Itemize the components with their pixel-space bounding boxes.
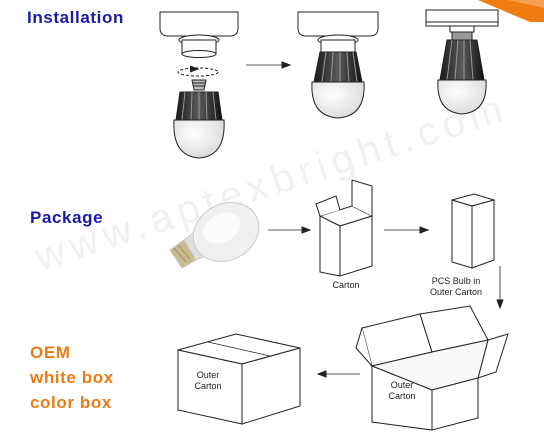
outer-carton-closed-label-line-2: Carton (194, 381, 222, 391)
install-step-1-bulb (173, 79, 225, 159)
pcs-bulb-label-line-1: PCS Bulb in (431, 276, 481, 286)
outer-carton-open-box (355, 305, 509, 431)
outer-carton-closed-box (177, 333, 301, 425)
carton-open-box (315, 179, 374, 277)
outer-carton-closed-label: Outer Carton (186, 370, 230, 392)
arrow-install-1-to-2 (246, 61, 292, 69)
arrow-outer-carton-to-closed (316, 370, 360, 378)
arrow-bulb-to-carton (268, 226, 312, 234)
oem-heading: OEM white box color box (30, 340, 114, 415)
oem-line-3: color box (30, 393, 112, 412)
outer-carton-open-label-line-1: Outer (390, 380, 414, 390)
closed-single-box (450, 193, 496, 269)
installation-heading: Installation (27, 8, 124, 27)
install-step-2-fixture (297, 11, 379, 53)
rotation-arrow-icon (177, 65, 219, 77)
oem-line-2: white box (30, 368, 114, 387)
corner-ribbon-fold (508, 0, 544, 8)
install-step-1-fixture (159, 11, 239, 58)
pcs-bulb-label-line-2: Outer Carton (429, 287, 483, 297)
pcs-bulb-label: PCS Bulb in Outer Carton (418, 276, 494, 298)
oem-line-1: OEM (30, 343, 71, 362)
outer-carton-closed-label-line-1: Outer (196, 370, 220, 380)
install-step-3-fixture (425, 9, 499, 41)
package-led-bulb (169, 202, 260, 269)
install-step-3-bulb (437, 39, 487, 115)
corner-ribbon (478, 0, 544, 22)
install-step-2-bulb (311, 51, 365, 119)
arrow-carton-to-closed-box (384, 226, 430, 234)
arrow-down-to-outer-carton (496, 266, 504, 310)
outer-carton-open-label-line-2: Carton (388, 391, 416, 401)
package-heading: Package (30, 208, 104, 227)
outer-carton-open-label: Outer Carton (380, 380, 424, 402)
carton-label: Carton (332, 280, 360, 290)
